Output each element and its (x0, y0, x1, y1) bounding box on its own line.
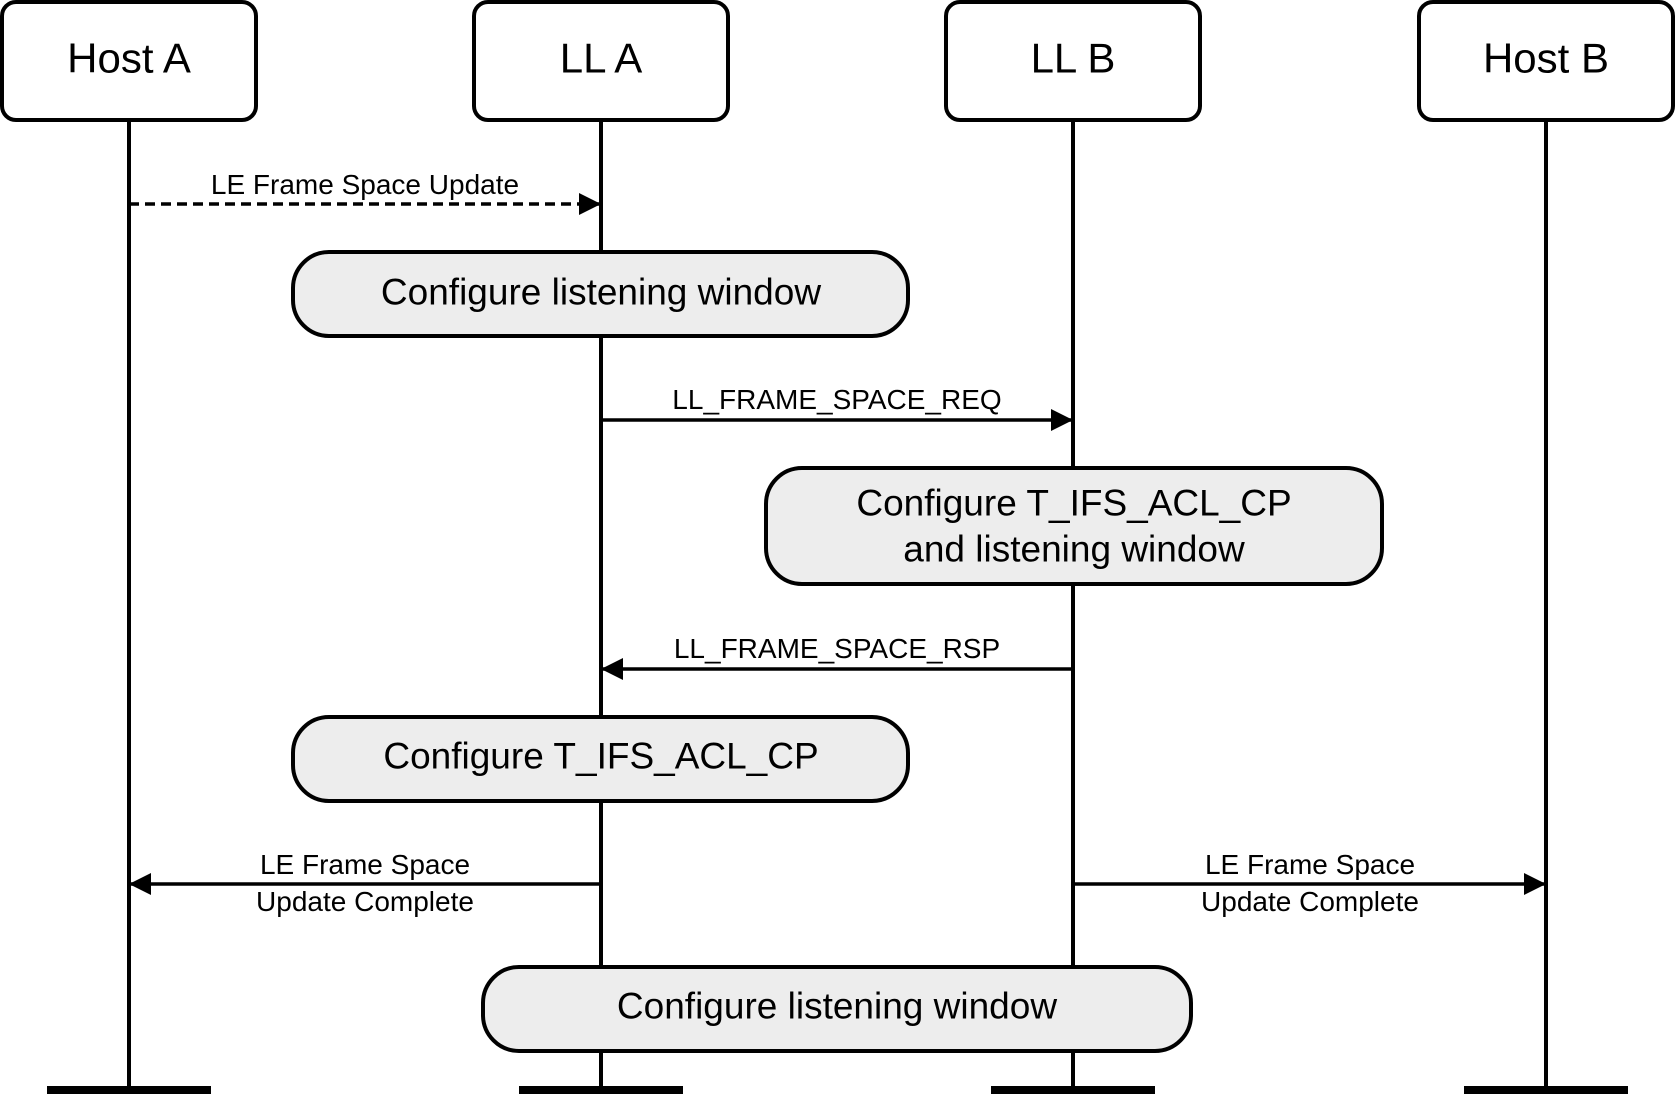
action-label: Configure T_IFS_ACL_CP (383, 736, 818, 777)
action-label-line-2: and listening window (903, 529, 1245, 570)
message-label: LL_FRAME_SPACE_REQ (672, 384, 1001, 415)
action-configure-t-ifs-and-listening-window-ll-b: Configure T_IFS_ACL_CP and listening win… (764, 466, 1384, 586)
message-ll-frame-space-rsp: LL_FRAME_SPACE_RSP (601, 633, 1073, 680)
participant-label: LL B (1031, 35, 1116, 82)
message-label-line-2: Update Complete (1201, 886, 1419, 917)
message-update-complete-host-b: LE Frame Space Update Complete (1073, 849, 1546, 917)
participant-label: Host B (1483, 35, 1609, 82)
message-ll-frame-space-req: LL_FRAME_SPACE_REQ (601, 384, 1073, 431)
participant-host-a: Host A (0, 0, 258, 122)
action-label-line-1: Configure T_IFS_ACL_CP (856, 483, 1291, 524)
message-label-line-1: LE Frame Space (1205, 849, 1415, 880)
message-label-line-1: LE Frame Space (260, 849, 470, 880)
message-label: LE Frame Space Update (211, 169, 519, 200)
message-update-complete-host-a: LE Frame Space Update Complete (129, 849, 601, 917)
participant-label: LL A (560, 35, 643, 82)
participant-label: Host A (67, 35, 191, 82)
message-label: LL_FRAME_SPACE_RSP (674, 633, 1000, 664)
message-le-frame-space-update: LE Frame Space Update (129, 169, 601, 215)
participant-ll-a: LL A (472, 0, 730, 122)
action-configure-listening-window-ll-a: Configure listening window (291, 250, 910, 338)
action-label: Configure listening window (617, 986, 1057, 1027)
action-configure-t-ifs-ll-a: Configure T_IFS_ACL_CP (291, 715, 910, 803)
action-configure-listening-window-both: Configure listening window (481, 965, 1193, 1053)
message-label-line-2: Update Complete (256, 886, 474, 917)
participant-ll-b: LL B (944, 0, 1202, 122)
participant-host-b: Host B (1417, 0, 1675, 122)
action-label: Configure listening window (381, 272, 821, 313)
